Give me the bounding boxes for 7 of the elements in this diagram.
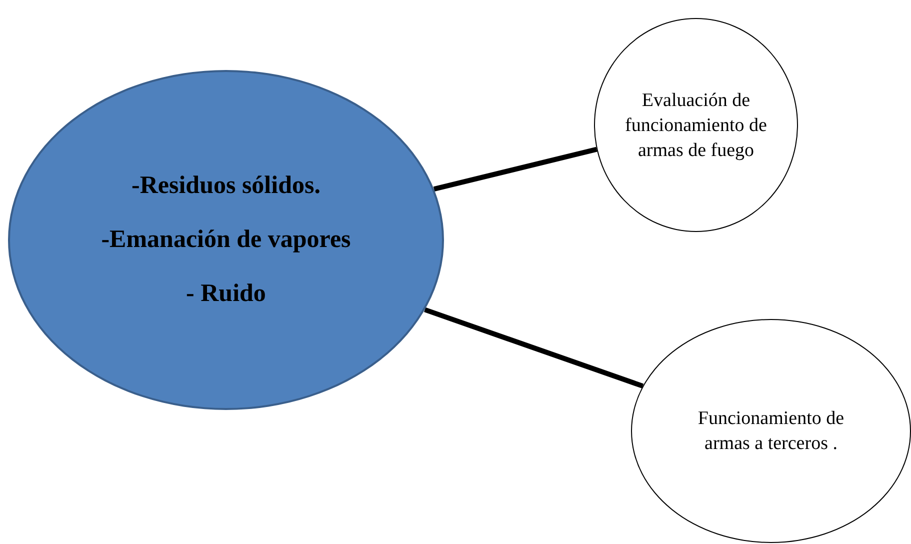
connector-line	[424, 307, 644, 388]
node-text: - Ruido	[185, 279, 267, 309]
connector-line	[433, 146, 598, 192]
node-text: -Residuos sólidos.	[130, 171, 322, 201]
node-text: Evaluación de funcionamiento de armas de fuego	[624, 88, 768, 162]
node-text: Funcionamiento de armas a terceros .	[696, 407, 846, 456]
node-text: -Emanación de vapores	[100, 225, 352, 255]
